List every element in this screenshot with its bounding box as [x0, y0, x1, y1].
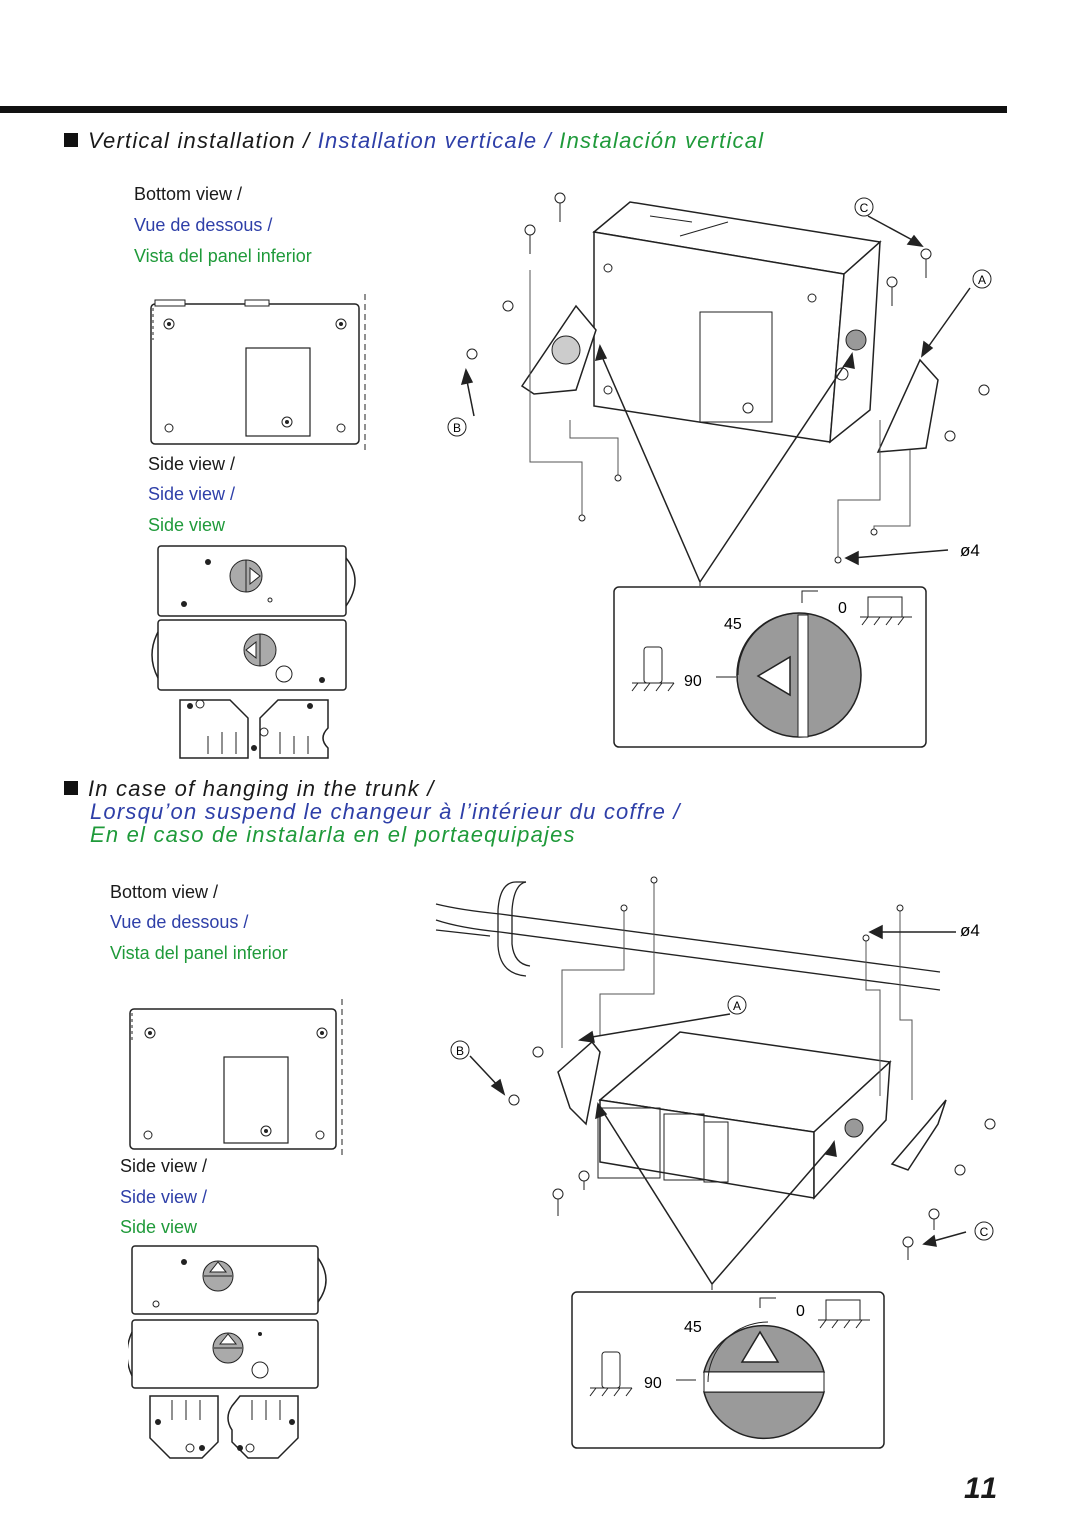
s2-callout-b: B	[456, 1044, 464, 1058]
top-rule	[0, 106, 1007, 113]
s1-side-view-en: Side view /	[148, 454, 236, 474]
s1-installation-diagram: C A ø4	[460, 192, 992, 586]
s2-bottom-view-drawing	[129, 999, 343, 1155]
s2-callout-c: C	[980, 1225, 989, 1239]
s1-callout-c: C	[860, 201, 869, 215]
section1-heading: Vertical installation / Installation ver…	[64, 128, 764, 154]
s1-dial-detail: 0 45 90	[613, 586, 927, 748]
s1-hole-diameter: ø4	[960, 541, 980, 560]
s2-side-view-fr: Side view /	[120, 1187, 208, 1207]
s1-callout-b-circle: B	[447, 417, 467, 437]
section1-title-en: Vertical installation /	[88, 128, 311, 153]
s1-side-view-drawing	[151, 545, 356, 759]
section2-title-fr: Lorsqu’on suspend le changeur à l’intéri…	[90, 799, 681, 824]
bullet-square-icon	[64, 781, 78, 795]
s2-bottom-view-en: Bottom view /	[110, 882, 219, 902]
s2-installation-diagram: A B C ø4	[435, 876, 996, 1290]
s1-bottom-view-drawing	[150, 294, 366, 450]
s2-dial-0: 0	[796, 1303, 805, 1320]
s2-dial-detail: 0 45 90	[571, 1291, 885, 1449]
s2-bottom-view-es: Vista del panel inferior	[110, 943, 288, 963]
s2-side-view-drawing	[128, 1245, 327, 1459]
section1-title-es: Instalación vertical	[559, 128, 765, 153]
section1-title-fr: Installation verticale /	[317, 128, 552, 153]
s1-bottom-view-fr: Vue de dessous /	[134, 215, 273, 235]
page-number: 11	[964, 1472, 1000, 1505]
s1-callout-b: B	[453, 421, 461, 435]
bullet-square-icon	[64, 133, 78, 147]
section2-title-es: En el caso de instalarla en el portaequi…	[90, 822, 576, 847]
s2-side-view-es: Side view	[120, 1217, 198, 1237]
s1-dial-90: 90	[684, 673, 702, 690]
s1-side-view-fr: Side view /	[148, 484, 236, 504]
s2-bottom-view-fr: Vue de dessous /	[110, 912, 249, 932]
s2-hole-diameter: ø4	[960, 921, 980, 940]
s1-dial-45: 45	[724, 616, 742, 633]
s2-callout-a: A	[733, 999, 741, 1013]
section2-title-en: In case of hanging in the trunk /	[88, 776, 435, 801]
s1-dial-0: 0	[838, 600, 847, 617]
s1-callout-a: A	[978, 273, 986, 287]
section2-heading-en: In case of hanging in the trunk /	[64, 776, 435, 802]
s1-bottom-view-en: Bottom view /	[134, 184, 243, 204]
s2-side-view-en: Side view /	[120, 1156, 208, 1176]
s1-side-view-es: Side view	[148, 515, 226, 535]
s1-bottom-view-es: Vista del panel inferior	[134, 246, 312, 266]
s2-dial-90: 90	[644, 1375, 662, 1392]
s2-dial-45: 45	[684, 1319, 702, 1336]
